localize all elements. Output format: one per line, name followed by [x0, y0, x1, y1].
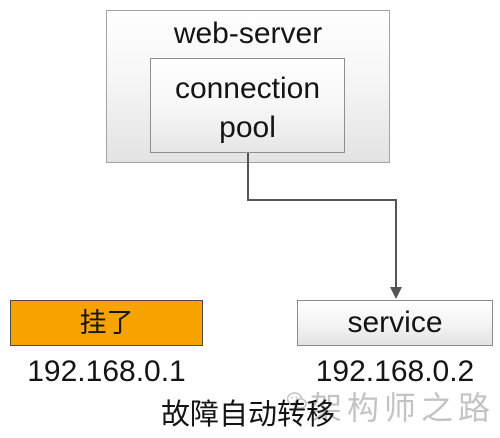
watermark: 架构师之路: [286, 390, 495, 426]
watermark-text: 架构师之路: [309, 390, 495, 426]
connection-pool-label-line-2: pool: [219, 111, 276, 144]
web-server-box: web-server connection pool: [106, 10, 390, 163]
service-node-ip: 192.168.0.2: [315, 355, 475, 388]
wechat-icon: [286, 392, 307, 410]
arrowhead-icon: [390, 287, 402, 299]
failed-node-ip: 192.168.0.1: [27, 355, 186, 388]
web-server-title: web-server: [173, 17, 323, 50]
service-node-label: service: [347, 306, 443, 339]
connection-pool-box: connection pool: [150, 58, 345, 153]
diagram-caption: 故障自动转移: [160, 399, 335, 431]
failed-node-label: 挂了: [79, 308, 134, 338]
service-node-box: service: [297, 300, 493, 346]
connector-line: [247, 153, 397, 289]
failed-node-box: 挂了: [10, 300, 203, 346]
connection-pool-label-line-1: connection: [174, 72, 321, 105]
